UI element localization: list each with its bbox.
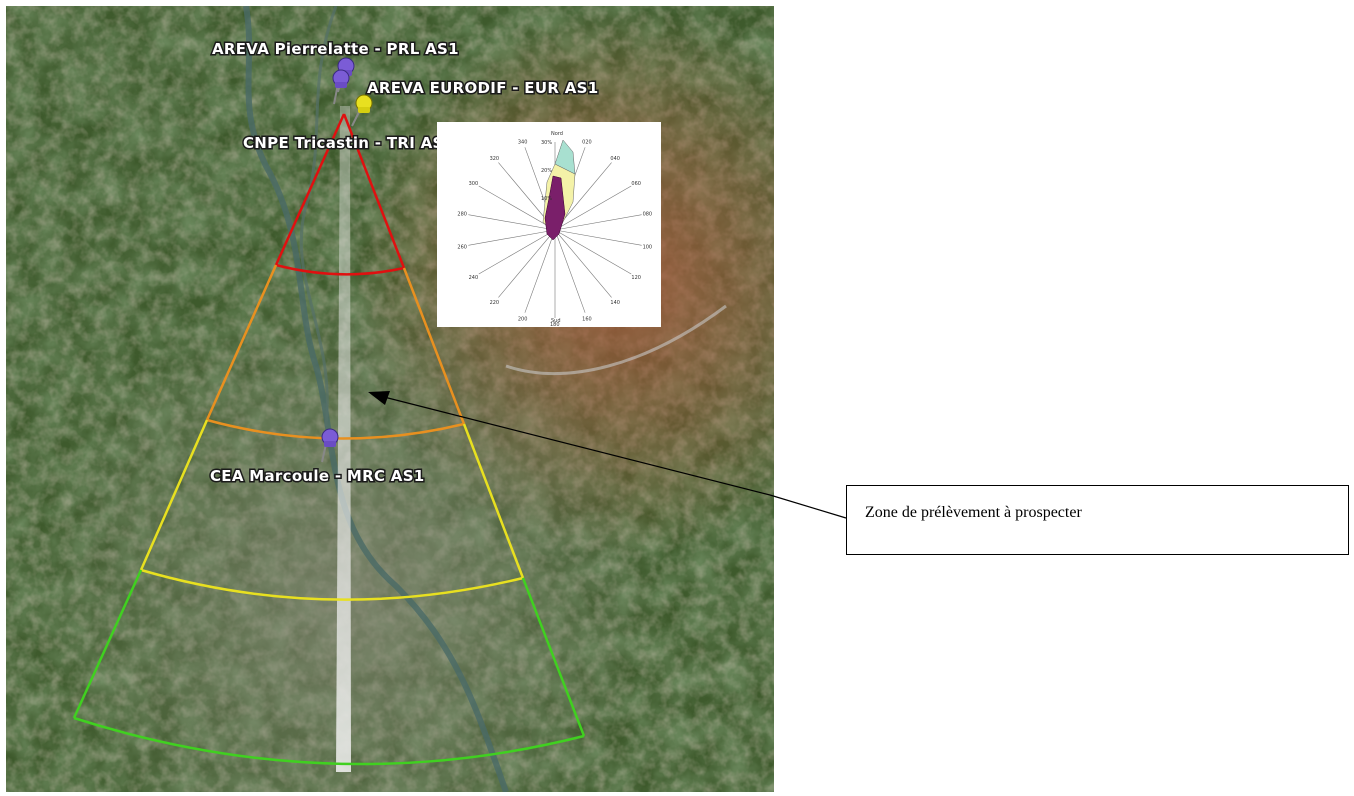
wind-rose-direction-label: 120 — [631, 275, 641, 281]
wind-rose-direction-label: 180 — [550, 322, 560, 327]
wind-rose-bottom-label: Sud — [551, 318, 561, 324]
pushpin-icon-marcoule[interactable] — [321, 428, 339, 463]
wind-rose-spoke — [478, 185, 556, 231]
site-label-marcoule[interactable]: CEA Marcoule - MRC AS1 — [209, 466, 426, 487]
pushpin-icon-tricastin[interactable] — [351, 94, 373, 127]
callout-text: Zone de prélèvement à prospecter — [865, 504, 1082, 521]
wind-rose-direction-label: 340 — [518, 140, 528, 146]
wind-rose-direction-label: 300 — [469, 181, 479, 187]
callout-arrow — [368, 391, 847, 519]
site-label-eurodif[interactable]: AREVA EURODIF - EUR AS1 — [366, 78, 600, 99]
wind-rose-spoke — [554, 214, 642, 231]
wind-rose-direction-label: 080 — [643, 212, 653, 218]
wind-rose-direction-label: 140 — [610, 300, 620, 306]
zone-near-right-edge — [342, 113, 406, 269]
wind-rose-spoke — [524, 229, 556, 313]
wind-rose-direction-label: 240 — [469, 275, 479, 281]
wind-rose-chart: Nord Sud 30% 20% 10% 020 040 060 080 100 120 1… — [437, 122, 661, 328]
wind-rose-spoke — [498, 229, 556, 298]
wind-rose-spoke — [554, 229, 586, 313]
zone-mid-left-edge — [205, 264, 278, 421]
wind-rose-spoke — [554, 185, 632, 231]
wind-rose-tick-10: 10% — [541, 196, 552, 202]
zone-far-mid-right-edge — [462, 423, 525, 579]
wind-rose-spoke — [478, 229, 556, 275]
wind-rose-spoke — [468, 214, 556, 231]
wind-rose-tick-20: 20% — [541, 168, 552, 174]
wind-rose-tick-30: 30% — [541, 140, 552, 146]
wind-rose-direction-label: 100 — [643, 244, 653, 250]
zone-near-left-edge — [274, 113, 346, 266]
site-label-tricastin[interactable]: CNPE Tricastin - TRI AS1 — [242, 133, 456, 154]
pushpin-icon-eurodif[interactable] — [332, 69, 350, 105]
wind-rose-direction-label: 220 — [490, 300, 500, 306]
wind-rose-spoke — [468, 229, 556, 246]
wind-rose-top-label: Nord — [551, 131, 563, 137]
zone-near-arc — [275, 263, 405, 276]
wind-rose-direction-label: 320 — [490, 156, 500, 162]
zone-far-arc — [73, 716, 585, 766]
zone-far-left-edge — [72, 569, 143, 719]
wind-rose-direction-label: 260 — [457, 244, 467, 250]
wind-rose-spoke — [554, 229, 642, 246]
wind-rose-direction-label: 160 — [582, 316, 592, 322]
wind-rose-direction-label: 040 — [610, 156, 620, 162]
callout-box: Zone de prélèvement à prospecter — [846, 485, 1349, 555]
wind-rose-direction-label: 280 — [457, 212, 467, 218]
wind-rose-spoke — [554, 229, 612, 298]
zone-far-right-edge — [521, 577, 586, 737]
wind-rose-direction-label: 020 — [582, 140, 592, 146]
wind-rose-petal-cyan — [554, 139, 576, 175]
zone-far-mid-arc — [140, 568, 524, 601]
wind-rose-direction-label: 200 — [518, 316, 528, 322]
wind-rose-spoke — [554, 229, 632, 275]
wind-rose-petal-main — [544, 175, 566, 241]
wind-rose-direction-label: 060 — [631, 181, 641, 187]
site-label-pierrelatte[interactable]: AREVA Pierrelatte - PRL AS1 — [211, 39, 461, 60]
zone-mid-right-edge — [402, 267, 466, 425]
zone-far-mid-left-edge — [139, 419, 209, 571]
